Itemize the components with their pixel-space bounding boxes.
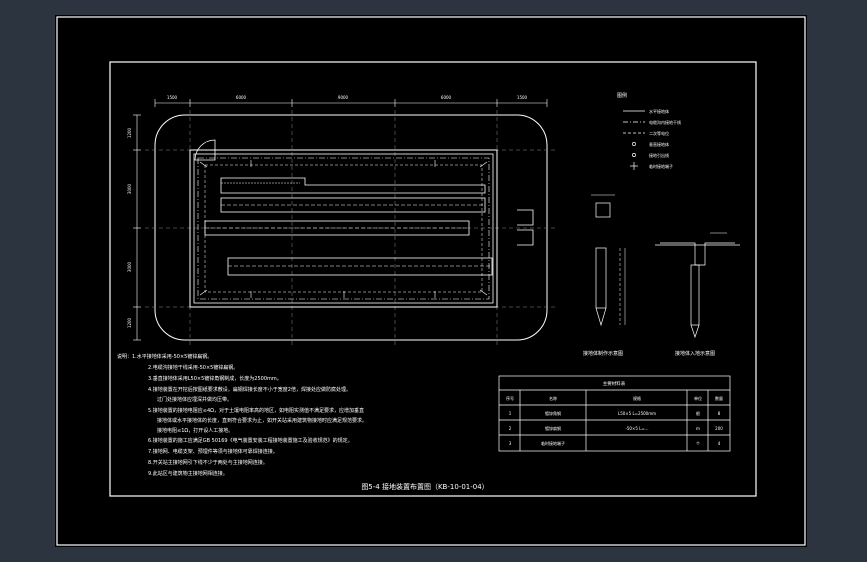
note-line: 3.垂直接地体采用L50×5镀锌角钢制成，长度为2500mm。 xyxy=(148,375,282,382)
note-line: 6.接地装置的施工应满足GB 50169《电气装置安装工程接地装置施工及验收规范… xyxy=(148,437,353,444)
left-dimension xyxy=(133,114,141,341)
table-cell: 3 xyxy=(509,441,512,446)
outer-frame xyxy=(56,16,806,546)
table-header: 名称 xyxy=(549,395,557,401)
table-cell: 200 xyxy=(715,426,723,431)
table-cell: 2 xyxy=(509,426,512,431)
table-cell: 根 xyxy=(696,410,700,416)
table-cell: m xyxy=(696,426,700,431)
dim-left-3: 3000 xyxy=(127,261,132,272)
table-header: 数量 xyxy=(715,395,723,401)
note-line: 4.接地装置在开挖后按图纸要求敷设，扁钢焊接长度不小于宽度2倍，焊接处应做防腐处… xyxy=(148,386,351,393)
drawing-sheet: 1500 6000 9000 6000 1500 1200 3000 3000 … xyxy=(55,15,807,547)
legend-item-4: 垂直接地体 xyxy=(649,141,669,147)
legend-item-6: 临时接地端子 xyxy=(649,163,673,169)
dim-left-1: 1200 xyxy=(127,127,132,138)
table-cell: 镀锌角钢 xyxy=(545,410,561,416)
grounding-plan xyxy=(145,110,555,345)
drawing-caption: 图5-4 接地装置布置图（KB-10-01-04） xyxy=(361,482,488,491)
dim-top-3: 9000 xyxy=(338,95,349,100)
ground-rods xyxy=(199,160,488,298)
dim-top-1: 1500 xyxy=(167,95,178,100)
entrance-door xyxy=(194,139,216,161)
equipotential-loop xyxy=(204,164,483,293)
table-cell: -50×5 L=... xyxy=(625,426,648,431)
table-cell: L50×5 L=2500mm xyxy=(618,411,656,416)
side-door-upper xyxy=(517,209,534,226)
table-title: 主要材料表 xyxy=(603,380,626,387)
detail-right-title: 接地体入地示意图 xyxy=(675,350,715,357)
building-outline xyxy=(189,149,498,308)
axis-lines xyxy=(145,110,555,345)
table-cell: 1 xyxy=(509,411,512,416)
dim-top-4: 6000 xyxy=(441,95,452,100)
legend-title: 图例 xyxy=(617,92,627,99)
note-line: 说明：1.水平接地体采用-50×5镀锌扁钢。 xyxy=(117,353,212,360)
note-line: 5.接地装置的接地电阻应≤4Ω，对于土壤电阻率高的地区，如电阻实测值不满足要求，… xyxy=(148,407,364,414)
detail-left-title: 接地体制作示意图 xyxy=(583,350,623,357)
cable-trench-lower xyxy=(227,257,493,276)
table-cell: 镀锌扁钢 xyxy=(545,425,561,431)
cable-trench-upper xyxy=(220,177,486,194)
rod-fabrication-detail xyxy=(591,194,626,327)
table-cell: 8 xyxy=(718,411,721,416)
rod-ground-detail xyxy=(655,232,740,339)
legend-item-2: 电缆沟内接地干线 xyxy=(649,119,681,125)
dim-top-2: 6000 xyxy=(236,95,247,100)
note-line: 7.接地网、电缆支架、预埋件等须与接地体可靠焊接连接。 xyxy=(148,448,278,455)
note-line: 接地体或水平接地体的长度，直到符合要求为止，如开关站采用建筑物接地时应满足规范要… xyxy=(157,417,367,424)
dim-left-2: 3000 xyxy=(127,183,132,194)
dim-top-5: 1500 xyxy=(517,95,528,100)
top-dimension xyxy=(154,99,548,107)
note-line: 过门处接地体应埋深并做均压带。 xyxy=(157,396,232,403)
inner-frame xyxy=(109,61,757,497)
drawing-canvas: 1500 6000 9000 6000 1500 1200 3000 3000 … xyxy=(56,16,806,546)
table-header: 序号 xyxy=(506,395,514,401)
grounding-loop xyxy=(193,153,494,304)
legend-item-5: 接地引出线 xyxy=(649,152,669,158)
table-header: 单位 xyxy=(694,395,702,401)
materials-table xyxy=(498,375,731,452)
site-boundary xyxy=(154,114,548,341)
side-door-lower xyxy=(517,229,534,246)
table-cell: 4 xyxy=(718,441,721,446)
note-line: 8.开关站主接地网引下线不少于两处与主接地网连接。 xyxy=(148,459,268,466)
legend-item-3: 二次等电位 xyxy=(649,130,669,136)
notes: 说明：1.水平接地体采用-50×5镀锌扁钢。 2.电缆沟接地干线采用-50×5镀… xyxy=(117,353,367,477)
note-line: 接地电阻≤1Ω，打开设人工接地。 xyxy=(157,427,233,434)
table-cell: 临时接地端子 xyxy=(541,440,565,446)
note-line: 2.电缆沟接地干线采用-50×5镀锌扁钢。 xyxy=(148,364,238,371)
table-header: 规格 xyxy=(633,395,641,401)
legend-item-1: 水平接地体 xyxy=(649,108,669,114)
dim-left-4: 1200 xyxy=(127,317,132,328)
legend xyxy=(623,110,645,170)
inner-grounding-loop xyxy=(197,157,490,300)
note-line: 9.此站区与建筑物主接地网相连接。 xyxy=(148,470,228,477)
table-cell: 个 xyxy=(696,441,700,446)
